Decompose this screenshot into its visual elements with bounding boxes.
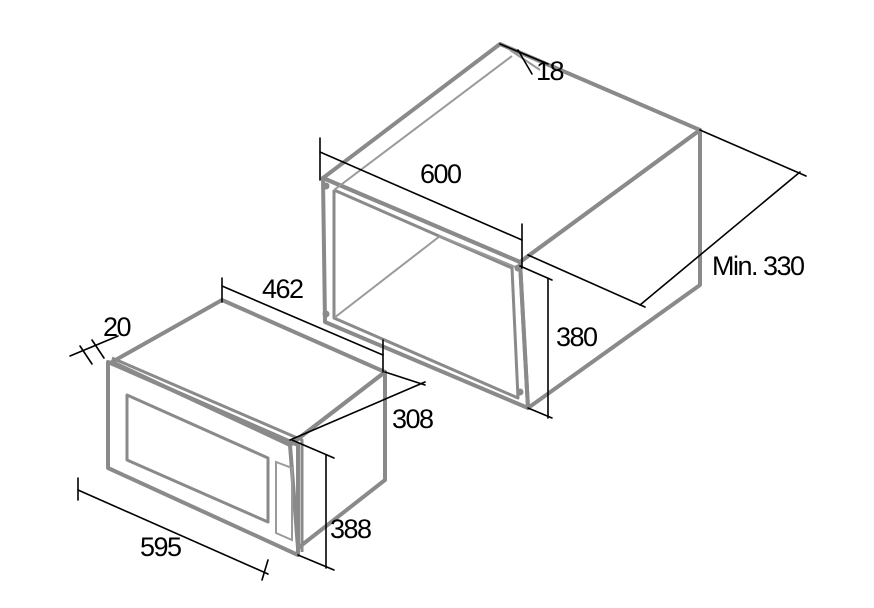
appliance-front-frame-edge (111, 356, 304, 552)
dim-front-thickness (69, 335, 119, 357)
cabinet-ledge-edge (509, 49, 541, 71)
label-appliance-height: 308 (392, 404, 433, 434)
dim-front-height-ext-bottom (297, 554, 335, 571)
label-frame-thickness: 18 (536, 56, 564, 86)
label-front-width: 595 (140, 532, 181, 562)
label-cabinet-width: 600 (420, 159, 461, 189)
cabinet-inner-back-edge (439, 235, 519, 269)
dim-front-width-ext-right (261, 559, 269, 581)
label-front-height: 388 (330, 514, 371, 544)
dim-appliance-height-ext (384, 371, 426, 386)
dim-front-thickness-tick (91, 339, 105, 359)
cabinet-inner-floor-edge (333, 235, 441, 319)
label-cabinet-min-depth: Min. 330 (712, 251, 804, 281)
dim-cabinet-height-ext-top (519, 265, 553, 281)
dim-frame-thickness (499, 43, 549, 65)
dim-cabinet-width (319, 151, 523, 241)
screw-icon (516, 388, 524, 396)
dim-cabinet-depth (639, 171, 801, 306)
dim-front-height-ext-top (291, 439, 335, 459)
cabinet-top-panel (321, 42, 702, 264)
dim-cabinet-depth-ext-top (699, 129, 807, 177)
appliance-door-window (125, 393, 270, 524)
cabinet-right-panel (518, 128, 702, 410)
dim-appliance-depth (221, 285, 384, 356)
dim-front-thickness-tick (79, 345, 93, 365)
label-front-thickness: 20 (103, 312, 131, 342)
dim-cabinet-depth-ext-bottom (527, 254, 646, 308)
dim-cabinet-height-ext-bottom (527, 407, 553, 419)
cabinet-front-opening (321, 176, 530, 410)
cabinet-inner-top-edge (333, 55, 513, 191)
screw-icon (322, 310, 330, 318)
screw-icon (322, 182, 330, 190)
dimension-lines (69, 43, 807, 581)
dim-appliance-height (289, 381, 426, 441)
label-cabinet-height: 380 (556, 322, 597, 352)
dim-frame-thickness-tick (517, 49, 533, 75)
dim-front-width (77, 489, 269, 575)
appliance-control-panel (275, 460, 293, 542)
dimension-labels: 18 600 Min. 330 380 462 20 308 388 595 (103, 56, 806, 562)
appliance-body-side (288, 370, 387, 550)
label-appliance-depth: 462 (262, 274, 303, 304)
